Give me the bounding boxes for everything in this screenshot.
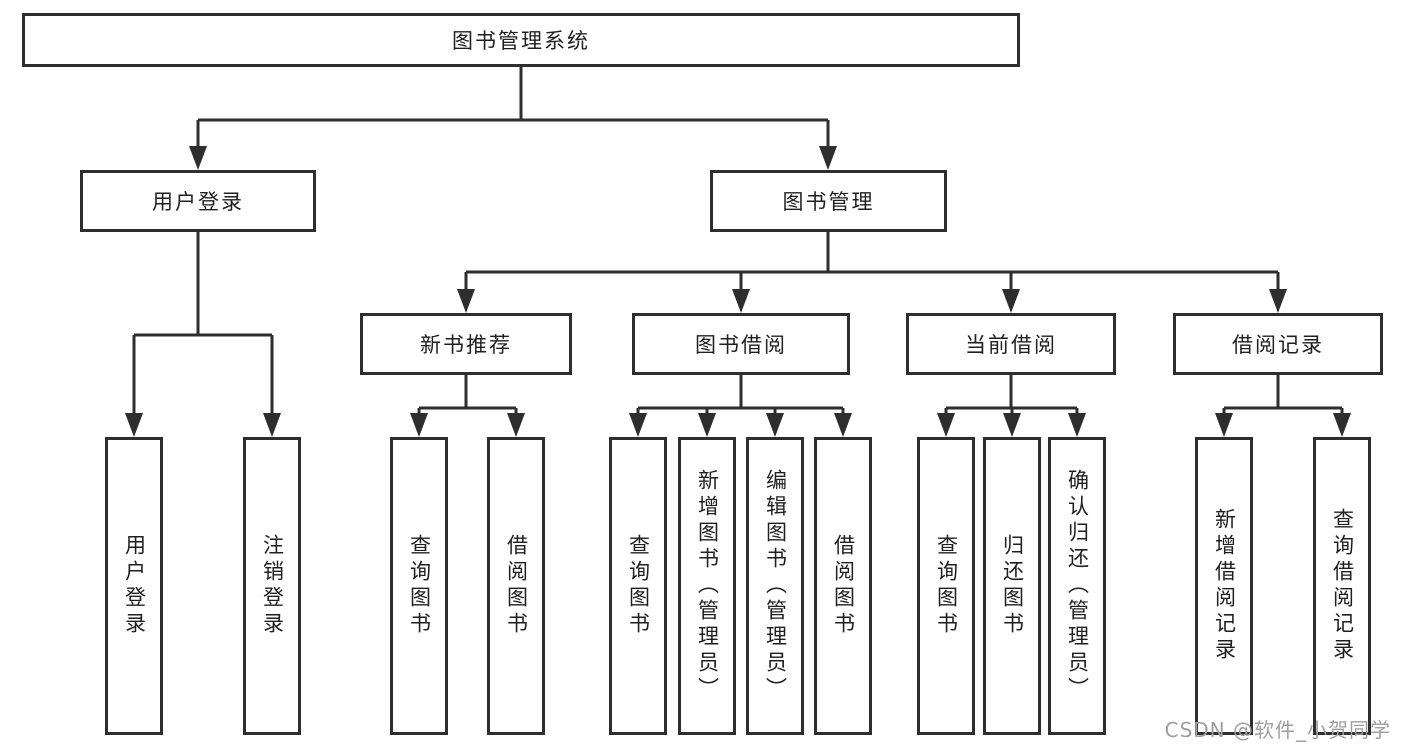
node-book-management: 图书管理 <box>710 170 947 232</box>
connector-userlogin-to-leaves <box>132 232 274 415</box>
leaf-edit-books-admin: 编辑图书（管理员） <box>746 437 804 735</box>
connector-bookmgmt-to-level3 <box>464 232 1280 291</box>
arrowhead <box>507 413 525 437</box>
leaf-logout: 注销登录 <box>243 437 301 735</box>
arrowhead <box>732 289 750 313</box>
arrowhead <box>819 146 837 170</box>
node-borrow-records: 借阅记录 <box>1173 313 1383 375</box>
arrowhead <box>1003 413 1021 437</box>
leaf-query-books: 查询图书 <box>390 437 448 735</box>
leaf-borrow-books: 借阅图书 <box>487 437 545 735</box>
leaf-user-login: 用户登录 <box>105 437 163 735</box>
leaf-add-borrow-record: 新增借阅记录 <box>1195 437 1253 735</box>
arrowhead <box>1269 289 1287 313</box>
node-library-management-system: 图书管理系统 <box>22 13 1020 67</box>
leaf-confirm-return-admin: 确认归还（管理员） <box>1048 437 1106 735</box>
leaf-borrow-books: 借阅图书 <box>814 437 872 735</box>
leaf-query-books: 查询图书 <box>609 437 667 735</box>
arrowhead <box>698 413 716 437</box>
arrowhead <box>263 413 281 437</box>
arrowhead <box>1333 413 1351 437</box>
node-book-borrow: 图书借阅 <box>632 313 850 375</box>
arrowhead <box>766 413 784 437</box>
connector-newbook-to-leaves <box>417 375 518 416</box>
connector-currentborrow-to-leaves <box>944 375 1079 416</box>
arrowhead <box>937 413 955 437</box>
arrowhead <box>125 413 143 437</box>
arrowhead <box>834 413 852 437</box>
node-new-book-recommend: 新书推荐 <box>360 313 572 375</box>
arrowhead <box>1068 413 1086 437</box>
connector-borrowrecords-to-leaves <box>1222 375 1344 416</box>
leaf-query-books: 查询图书 <box>917 437 975 735</box>
arrowhead <box>629 413 647 437</box>
connector-root-to-level2 <box>196 67 830 148</box>
csdn-watermark: CSDN @软件_小贺同学 <box>1164 718 1391 742</box>
leaf-return-books: 归还图书 <box>983 437 1041 735</box>
leaf-add-books-admin: 新增图书（管理员） <box>678 437 736 735</box>
arrowhead <box>1002 289 1020 313</box>
node-user-login: 用户登录 <box>80 170 316 232</box>
arrowhead <box>1215 413 1233 437</box>
connector-bookborrow-to-leaves <box>636 375 845 416</box>
arrowhead <box>457 289 475 313</box>
leaf-query-borrow-record: 查询借阅记录 <box>1313 437 1371 735</box>
node-current-borrow: 当前借阅 <box>906 313 1116 375</box>
arrowhead <box>189 146 207 170</box>
arrowhead <box>410 413 428 437</box>
